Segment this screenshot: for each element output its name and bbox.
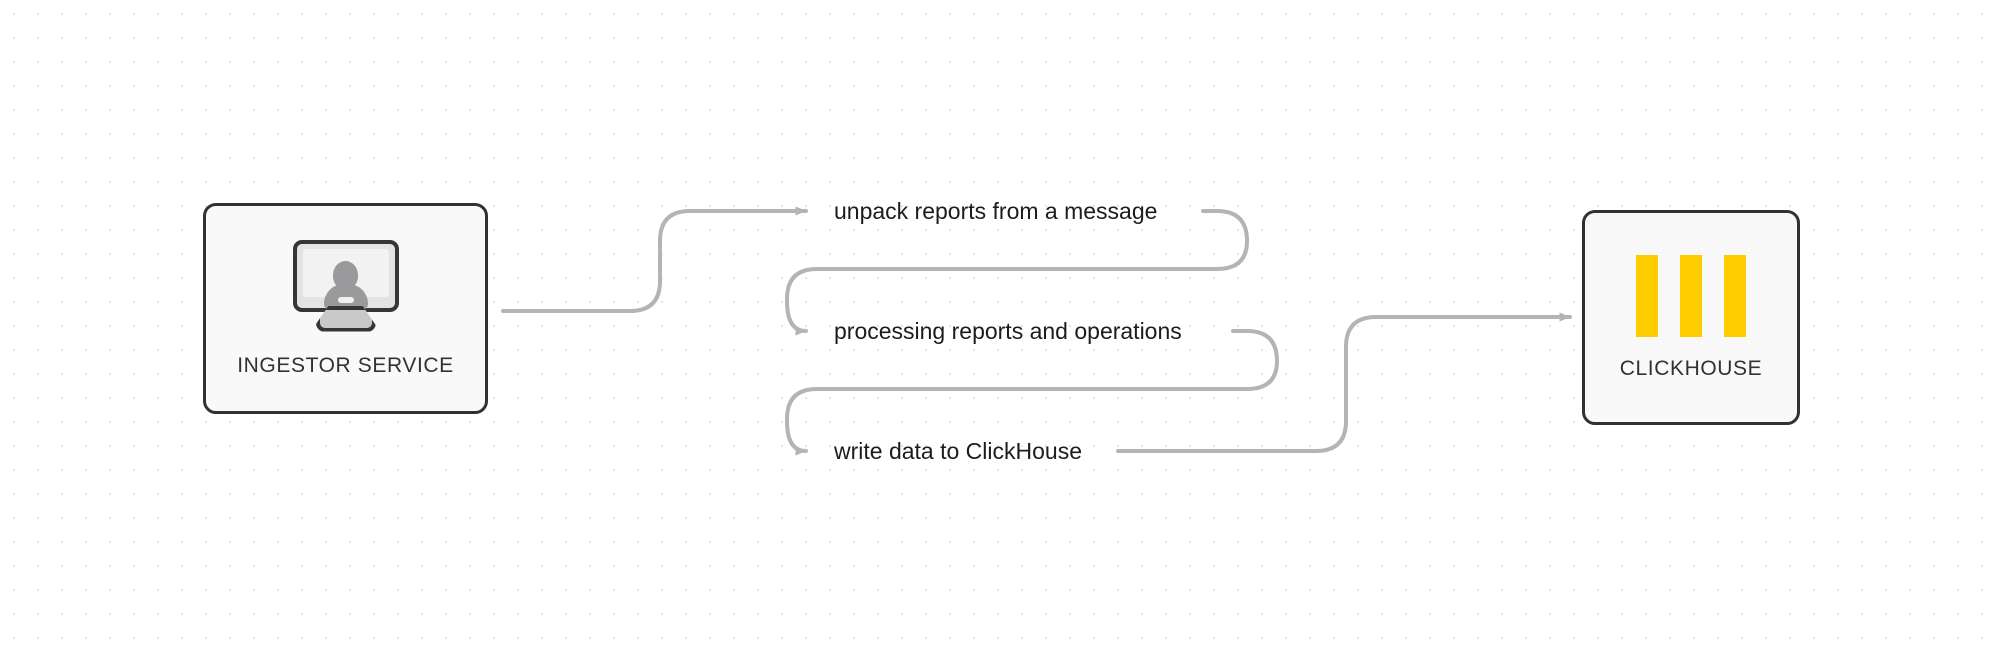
clickhouse-bars-icon xyxy=(1636,254,1746,337)
edge-label-processing: processing reports and operations xyxy=(834,318,1182,344)
edge-path-write xyxy=(785,329,1280,456)
edge-path-unpack xyxy=(501,206,808,313)
node-ingestor-label: INGESTOR SERVICE xyxy=(237,353,454,377)
clickhouse-bar-2 xyxy=(1680,254,1702,337)
node-ingestor-service[interactable]: INGESTOR SERVICE xyxy=(203,203,488,414)
edge-path-processing xyxy=(785,209,1250,336)
node-clickhouse[interactable]: CLICKHOUSE xyxy=(1582,210,1800,425)
edge-path-to-clickhouse xyxy=(1116,312,1572,453)
clickhouse-bar-1 xyxy=(1636,254,1658,337)
monitor-display xyxy=(302,248,389,310)
node-clickhouse-label: CLICKHOUSE xyxy=(1619,356,1763,380)
edge-label-unpack: unpack reports from a message xyxy=(834,198,1158,224)
edge-label-write: write data to ClickHouse xyxy=(834,438,1082,464)
clickhouse-bar-3 xyxy=(1724,254,1746,337)
monitor-user-icon xyxy=(292,239,399,332)
monitor-screen xyxy=(292,239,399,312)
monitor-notch xyxy=(337,296,354,303)
